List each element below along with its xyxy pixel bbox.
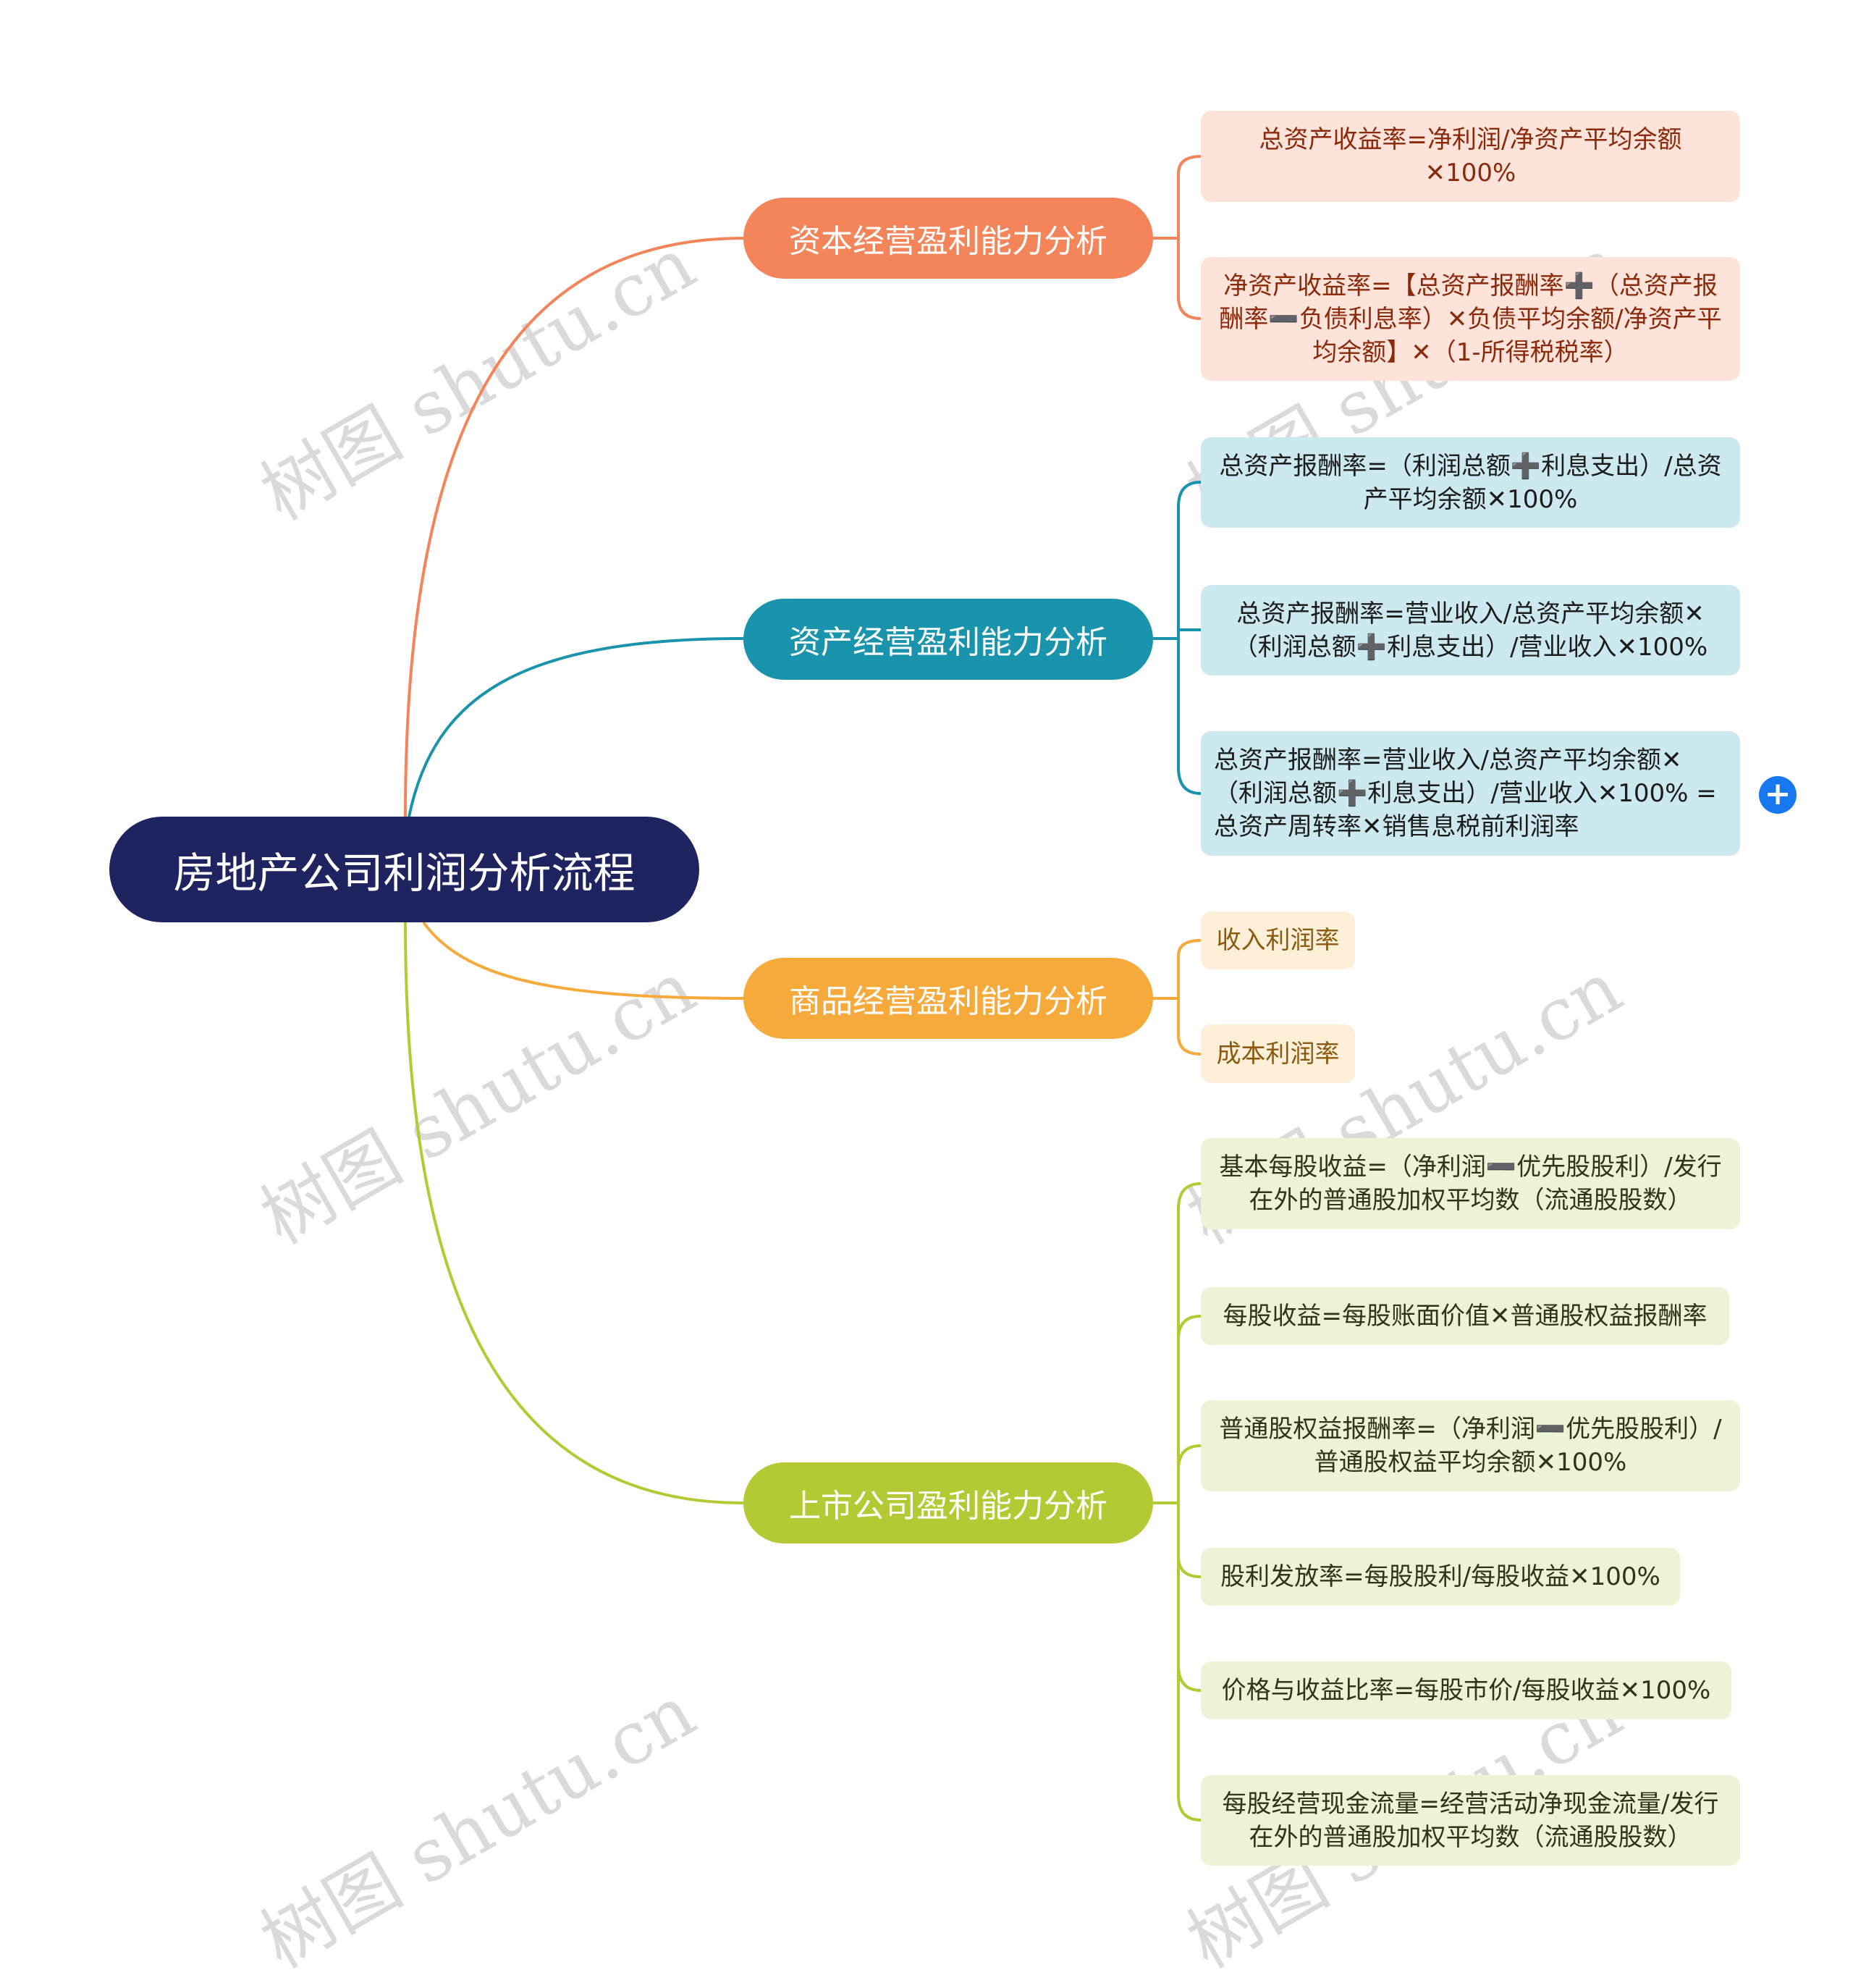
leaf-node[interactable]: 每股经营现金流量=经营活动净现金流量/发行在外的普通股加权平均数（流通股股数） <box>1201 1775 1740 1866</box>
leaf-node[interactable]: 总资产报酬率=营业收入/总资产平均余额✕（利润总额➕利息支出）/营业收入✕100… <box>1201 585 1740 675</box>
leaf-node[interactable]: 价格与收益比率=每股市价/每股收益✕100% <box>1201 1661 1731 1719</box>
leaf-node[interactable]: 普通股权益报酬率=（净利润➖优先股股利）/普通股权益平均余额✕100% <box>1201 1400 1740 1491</box>
plus-icon[interactable]: + <box>1759 776 1797 814</box>
leaf-node[interactable]: 收入利润率 <box>1201 911 1355 969</box>
leaf-node[interactable]: 总资产收益率=净利润/净资产平均余额✕100% <box>1201 111 1740 202</box>
link-root-asset <box>408 637 744 817</box>
leaf-node[interactable]: 基本每股收益=（净利润➖优先股股利）/发行在外的普通股加权平均数（流通股股数） <box>1201 1138 1740 1229</box>
leaf-node[interactable]: 净资产收益率=【总资产报酬率➕（总资产报酬率➖负债利息率）✕负债平均余额/净资产… <box>1201 257 1740 381</box>
leaf-node[interactable]: 总资产报酬率=（利润总额➕利息支出）/总资产平均余额✕100% <box>1201 437 1740 528</box>
leaf-node[interactable]: 每股收益=每股账面价值✕普通股权益报酬率 <box>1201 1287 1729 1345</box>
link-root-capital <box>404 237 744 817</box>
branch-listed[interactable]: 上市公司盈利能力分析 <box>743 1462 1153 1543</box>
branch-capital[interactable]: 资本经营盈利能力分析 <box>743 198 1153 279</box>
link-root-goods <box>422 921 744 1000</box>
link-root-listed <box>404 922 744 1504</box>
branch-goods[interactable]: 商品经营盈利能力分析 <box>743 958 1153 1039</box>
branch-asset[interactable]: 资产经营盈利能力分析 <box>743 599 1153 680</box>
leaf-node[interactable]: 股利发放率=每股股利/每股收益✕100% <box>1201 1548 1680 1606</box>
leaf-node[interactable]: 成本利润率 <box>1201 1024 1355 1083</box>
leaf-node[interactable]: 总资产报酬率=营业收入/总资产平均余额✕（利润总额➕利息支出）/营业收入✕100… <box>1201 731 1740 856</box>
root-topic[interactable]: 房地产公司利润分析流程 <box>109 817 699 922</box>
